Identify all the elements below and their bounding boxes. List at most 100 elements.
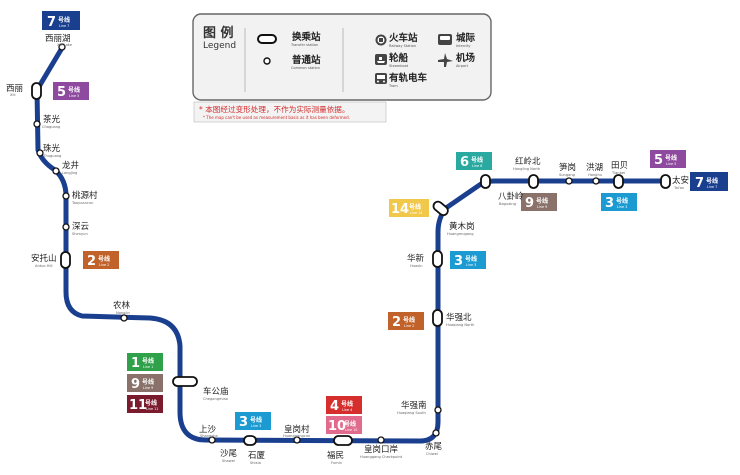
badge-label: 号线 [341, 400, 353, 408]
station-label-baguaing-en: Baguaing [499, 202, 516, 206]
badge-num: 7 [47, 15, 56, 30]
station-label-baguaing: 八卦岭 [498, 191, 524, 202]
station-label-honghu-en: Honghu [588, 173, 602, 177]
badge-num: 1 [131, 356, 140, 371]
station-label-antuoshan: 安托山 [31, 253, 57, 264]
line2-badge-huaqiangbei: 2 号线 Line 2 [388, 312, 424, 330]
badge-label: 号线 [250, 416, 262, 424]
station-label-tianbei-en: Tianbei [611, 171, 625, 175]
station-label-zhuguang-en: Zhuguang [43, 154, 61, 158]
station-label-nonglin: 农林 [113, 300, 131, 311]
badge-label: 号线 [706, 177, 718, 185]
legend-tram-label: 有轨电车 [389, 72, 428, 84]
station-label-taoyuancun-en: Taoyuancun [71, 201, 93, 205]
badge-label: 号线 [145, 399, 157, 407]
legend-railway-label: 火车站 [389, 32, 418, 44]
station-marker-baguaing [480, 174, 491, 189]
station-marker-honglingbei [528, 174, 539, 189]
station-marker-huaqiangbei [432, 309, 443, 327]
legend-box: 图 例 Legend 换乘站 Transfer station 普通站 Comm… [192, 13, 492, 101]
badge-num: 11 [129, 398, 147, 413]
legend-airport-label: 机场 [456, 52, 476, 64]
station-marker-xili [31, 82, 42, 100]
station-label-honghu: 洪湖 [586, 162, 603, 173]
station-label-huanggangcun-en: Huanggangcun [283, 434, 310, 438]
legend-ferry-en: Steamboat [389, 64, 409, 68]
legend-title: 图 例 [203, 25, 234, 41]
badge-label: 号线 [536, 197, 548, 205]
line3-badge-shixia: 3 号线 Line 3 [235, 412, 271, 430]
line9-badge-chegongmiao: 9 号线 Line 9 [127, 374, 163, 392]
station-label-huaqiangbei: 华强北 [446, 312, 472, 323]
station-marker-shenyun [62, 223, 70, 231]
badge-label-en: Line 10 [345, 428, 357, 432]
station-marker-tianbei [613, 174, 624, 189]
tram-icon [375, 73, 387, 84]
station-label-tianbei: 田贝 [611, 161, 628, 171]
station-marker-huangmugang [432, 200, 449, 217]
station-label-shangsha: 上沙 [199, 425, 217, 435]
station-label-taian: 太安 [672, 175, 689, 186]
line5-badge-taian: 5 号线 Line 5 [650, 150, 686, 168]
station-label-antuoshan-en: Antuo Hill [35, 264, 52, 268]
station-marker-huaqiangnan [434, 406, 442, 414]
notice-text-en: * The map can't be used as measurement b… [203, 115, 350, 120]
badge-label-en: Line 6 [472, 164, 482, 168]
badge-label: 号线 [58, 16, 70, 24]
station-label-huangmugang-en: Huangmugang [447, 232, 474, 236]
line9-badge-honglingbei: 9 号线 Line 9 [521, 193, 557, 211]
badge-num: 6 [460, 155, 469, 170]
station-label-xili-en: Xili [10, 93, 15, 97]
badge-label-en: Line 14 [410, 211, 422, 215]
badge-num: 2 [392, 315, 401, 330]
station-marker-xilihu [58, 43, 66, 51]
legend-railway-en: Railway Station [389, 44, 416, 48]
badge-label: 号线 [616, 197, 628, 205]
badge-num: 3 [454, 254, 463, 269]
badge-label: 号线 [409, 203, 421, 211]
legend-title-en: Legend [203, 41, 236, 51]
station-label-chaguang: 茶光 [43, 114, 61, 125]
station-label-huanggangkouan-en: Huanggang Checkpoint [360, 455, 403, 459]
station-label-zhuguang: 珠光 [43, 143, 61, 154]
legend-ferry-label: 轮船 [389, 52, 409, 64]
station-label-shixia-en: Shixia [250, 461, 261, 465]
badge-num: 9 [131, 377, 140, 392]
badge-label: 号线 [665, 154, 677, 162]
ferry-icon [375, 54, 387, 65]
station-label-shenyun-en: Shenyun [72, 232, 88, 236]
station-label-huaqiangnan-en: Huaqiang South [397, 411, 426, 415]
station-label-chegongmiao: 车公庙 [203, 386, 229, 397]
badge-label-en: Line 7 [707, 185, 717, 189]
station-marker-taian [660, 174, 671, 189]
legend-transfer-label: 换乘站 [292, 31, 321, 43]
station-label-chiwei-en: Chiwei [426, 452, 438, 456]
badge-label: 号线 [68, 86, 80, 94]
station-marker-chiwei [432, 429, 440, 437]
station-label-sungang-en: Sungang [559, 173, 575, 177]
badge-num: 9 [525, 196, 534, 211]
station-marker-huaxin [432, 250, 443, 268]
line4-badge: 4 号线 Line 4 [326, 396, 362, 414]
badge-num: 4 [330, 399, 339, 414]
line10-badge: 10 号线 Line 10 [326, 416, 362, 434]
station-label-honglingbei-en: Hongling North [513, 167, 540, 171]
badge-num: 3 [605, 196, 614, 211]
station-marker-zhuguang [36, 149, 44, 157]
badge-label-en: Line 3 [617, 205, 627, 209]
badge-label-en: Line 11 [146, 407, 158, 411]
badge-label-en: Line 9 [537, 205, 547, 209]
station-marker-shixia [243, 435, 257, 446]
common-station-symbol [263, 57, 271, 65]
station-marker-chegongmiao [172, 376, 198, 387]
station-label-chaguang-en: Chaguang [42, 125, 60, 129]
station-label-fumin: 福民 [327, 450, 344, 461]
badge-label: 号线 [403, 316, 415, 324]
badge-label: 号线 [471, 156, 483, 164]
station-label-longjing-en: Longjing [62, 171, 77, 175]
station-label-shixia: 石厦 [248, 451, 266, 461]
transfer-station-symbol [257, 34, 277, 44]
station-label-shawei: 沙尾 [220, 449, 238, 459]
station-label-huaqiangnan: 华强南 [401, 400, 427, 411]
